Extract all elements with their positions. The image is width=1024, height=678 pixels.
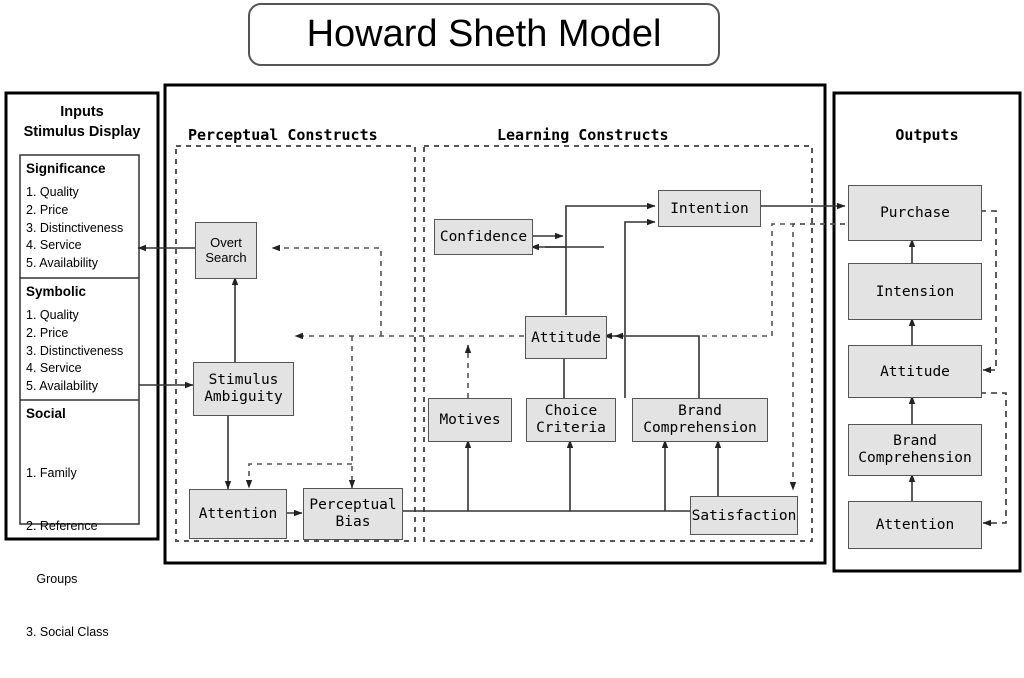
node-label: Perceptual <box>309 496 397 513</box>
group-title: Social <box>26 406 66 421</box>
list-item: 2. Price <box>26 325 69 340</box>
inputs-group-social: Social 1. Family 2. Reference Groups 3. … <box>26 406 138 678</box>
node-perceptual-bias[interactable]: Perceptual Bias <box>303 488 403 540</box>
list-item: 3. Distinctiveness <box>26 220 124 235</box>
page-title: Howard Sheth Model <box>306 13 662 55</box>
outputs-heading: Outputs <box>895 126 959 144</box>
list-item: 2. Price <box>26 202 69 217</box>
perceptual-constructs-region <box>175 145 416 542</box>
list-item: 2. Reference <box>26 518 98 533</box>
node-label: Intension <box>875 283 955 300</box>
inputs-list-frame <box>19 154 140 525</box>
node-brand-comprehension[interactable]: Brand Comprehension <box>632 398 768 442</box>
node-label: Attention <box>198 506 278 522</box>
node-label: Confidence <box>439 229 528 245</box>
list-item: 1. Family <box>26 465 77 480</box>
node-out-intension[interactable]: Intension <box>848 263 982 320</box>
node-motives[interactable]: Motives <box>428 398 512 442</box>
list-item: 3. Distinctiveness <box>26 343 124 358</box>
node-label: Satisfaction <box>691 507 797 524</box>
edge-attitude-to-intention <box>565 202 656 315</box>
node-out-brand-comprehension[interactable]: Brand Comprehension <box>848 424 982 476</box>
node-label: Brand <box>678 402 722 419</box>
edge-brandcomprehension-to-attitude <box>603 332 700 398</box>
node-attention[interactable]: Attention <box>189 489 287 539</box>
feedback-bus-to-overtsearch <box>271 244 382 336</box>
node-label: Bias <box>335 514 371 530</box>
node-label: Overt <box>210 234 242 250</box>
list-item: Groups <box>26 572 78 586</box>
node-overt-search[interactable]: Overt Search <box>195 222 257 279</box>
feedback-out-attitude-to-out-attention <box>980 392 1007 527</box>
list-item: 5. Availability <box>26 379 99 393</box>
node-label: Attitude <box>531 329 601 346</box>
node-label: Comprehension <box>643 420 757 436</box>
list-item: 5. Availability <box>26 256 99 270</box>
node-label: Motives <box>439 412 501 428</box>
node-label: Comprehension <box>858 450 972 466</box>
node-stimulus-ambiguity[interactable]: Stimulus Ambiguity <box>193 362 294 416</box>
node-confidence[interactable]: Confidence <box>434 219 533 255</box>
list-item: 1. Quality <box>26 185 79 199</box>
node-choice-criteria[interactable]: Choice Criteria <box>526 398 616 442</box>
list-item: 3. Social Class <box>26 625 109 640</box>
node-label: Stimulus <box>208 371 279 388</box>
list-item: 4. Service <box>26 238 82 253</box>
feedback-bus-to-attention <box>245 463 352 489</box>
group-title: Significance <box>26 161 106 176</box>
inputs-group-significance: Significance 1. Quality 2. Price 3. Dist… <box>26 161 138 273</box>
inputs-heading-line1: Inputs <box>60 104 104 120</box>
node-label: Attitude <box>880 363 950 380</box>
node-out-purchase[interactable]: Purchase <box>848 185 982 241</box>
node-label: Ambiguity <box>204 389 283 405</box>
node-out-attitude[interactable]: Attitude <box>848 345 982 398</box>
group-title: Symbolic <box>26 284 87 299</box>
learning-constructs-region <box>423 145 813 542</box>
node-satisfaction[interactable]: Satisfaction <box>690 496 798 535</box>
inputs-panel-outer <box>4 91 160 541</box>
perceptual-constructs-heading: Perceptual Constructs <box>188 126 378 144</box>
howard-sheth-diagram: Overt Search Stimulus Ambiguity Attentio… <box>4 3 1022 639</box>
feedback-purchase-to-satisfaction <box>789 223 845 491</box>
node-label: Search <box>205 249 247 265</box>
learning-constructs-heading: Learning Constructs <box>497 126 669 144</box>
edge-brandcomprehension-to-intention <box>624 218 656 398</box>
diagram-canvas <box>4 3 1022 573</box>
feedback-purchase-to-attitude <box>614 223 845 340</box>
list-item: 1. Quality <box>26 308 79 322</box>
inputs-heading-line2: Stimulus Display <box>23 123 141 140</box>
node-label: Attention <box>875 517 955 533</box>
title-box <box>248 3 720 66</box>
node-label: Choice <box>544 402 598 419</box>
node-label: Purchase <box>880 205 950 221</box>
node-label: Intention <box>670 200 749 217</box>
node-label: Brand <box>893 432 937 449</box>
node-intention[interactable]: Intention <box>658 190 761 227</box>
node-attitude[interactable]: Attitude <box>525 316 607 359</box>
outputs-panel-outer <box>832 91 1022 573</box>
node-out-attention[interactable]: Attention <box>848 501 982 549</box>
node-label: Criteria <box>536 420 606 436</box>
center-panel-outer <box>163 83 827 565</box>
inputs-group-symbolic: Symbolic 1. Quality 2. Price 3. Distinct… <box>26 284 138 396</box>
inputs-heading: Inputs Stimulus Display <box>6 103 158 142</box>
list-item: 4. Service <box>26 361 82 376</box>
feedback-purchase-to-out-attitude <box>980 210 997 374</box>
